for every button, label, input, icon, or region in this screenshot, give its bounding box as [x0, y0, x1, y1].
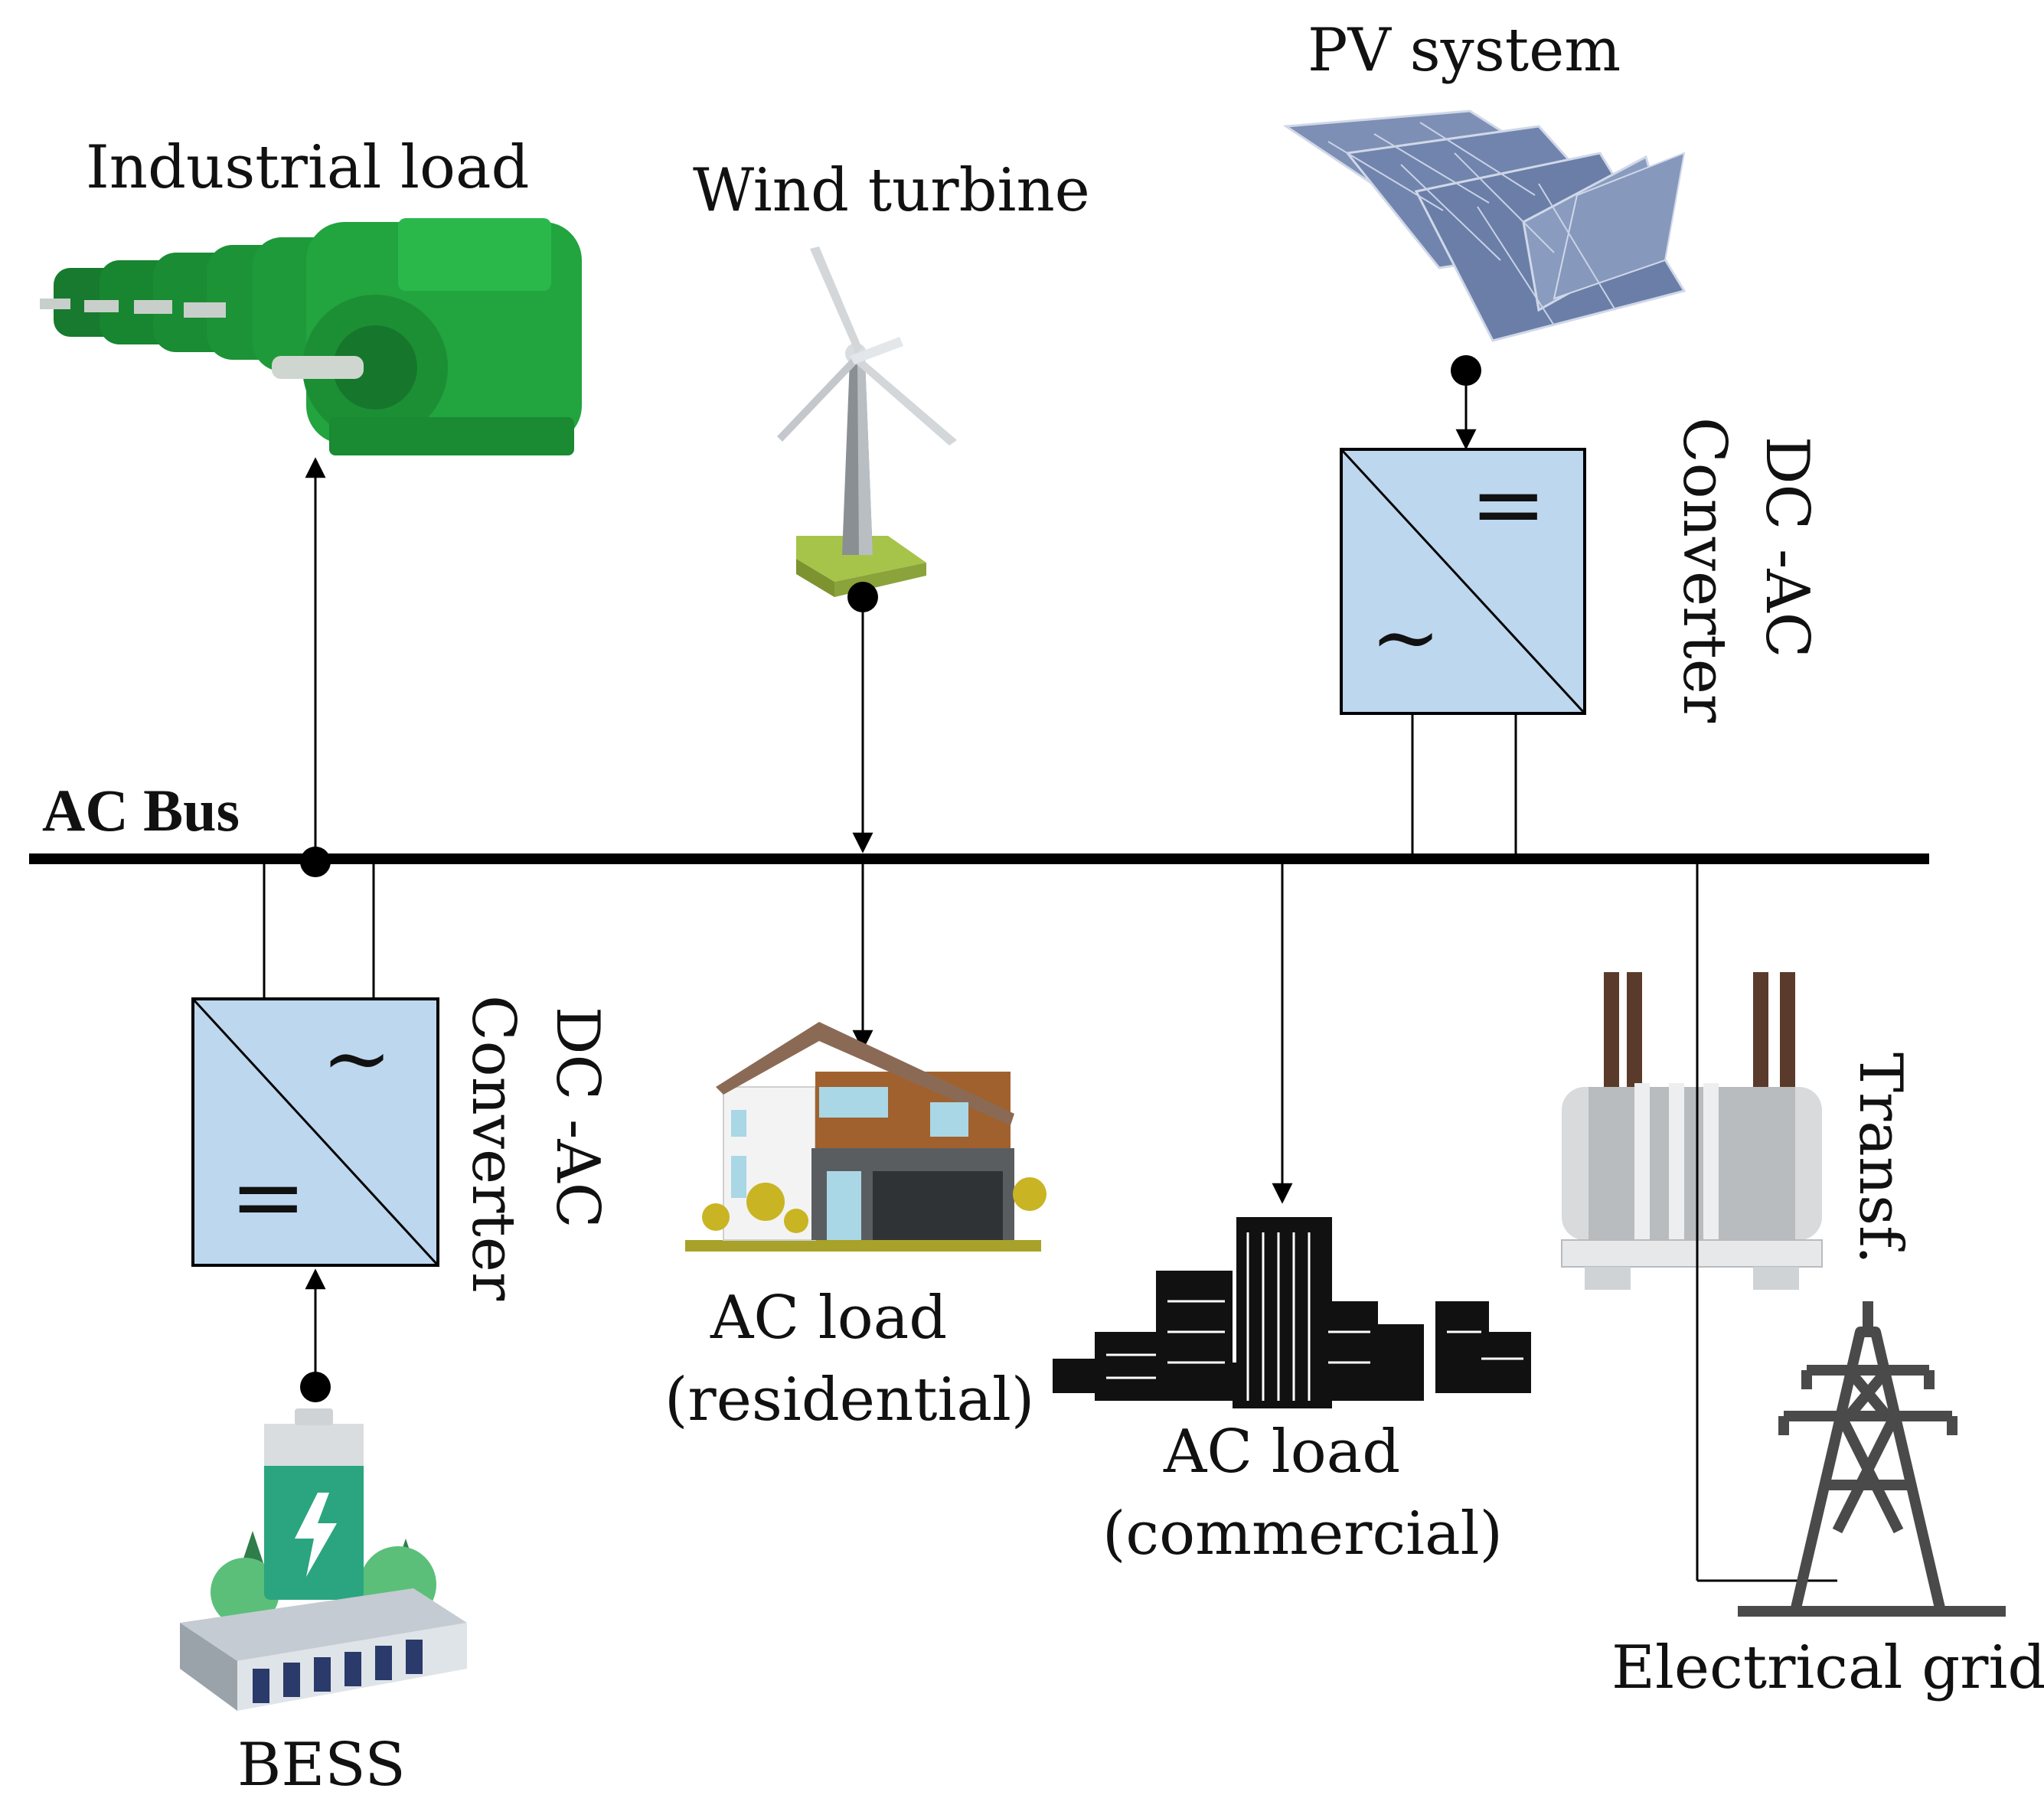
bess-converter-ac-symbol: ~	[322, 1009, 392, 1107]
bess-converter-line2: Converter	[459, 995, 527, 1301]
transformer-grid: Transf. Electrical grid	[1561, 859, 2044, 1702]
wind-turbine: Wind turbine	[693, 156, 1090, 1051]
commercial-load-line2: (commercial)	[1102, 1500, 1503, 1568]
electrical-grid-label: Electrical grid	[1611, 1633, 2044, 1702]
wind-turbine-icon	[777, 246, 957, 597]
bess-converter-dc-symbol: =	[230, 1144, 307, 1251]
transformer-label: Transf.	[1846, 1052, 1915, 1265]
bess-converter: ~ = Converter DC -AC	[191, 859, 612, 1301]
transformer-icon	[1561, 972, 1823, 1290]
pv-system: PV system	[1282, 16, 1686, 450]
commercial-load: AC load (commercial)	[1053, 859, 1531, 1568]
motor-icon	[40, 218, 582, 455]
ac-bus: AC Bus	[29, 777, 1929, 864]
pv-converter-dc-symbol: =	[1470, 452, 1547, 558]
bess-converter-line1: DC -AC	[543, 1007, 612, 1228]
pv-converter-ac-symbol: ~	[1370, 588, 1441, 686]
pv-converter-line2: Converter	[1670, 417, 1739, 723]
pv-converter: = ~ Converter DC -AC	[1340, 417, 1821, 859]
residential-load-line1: AC load	[710, 1284, 947, 1353]
battery-icon	[180, 1408, 467, 1711]
commercial-load-line1: AC load	[1163, 1418, 1400, 1487]
industrial-load: Industrial load	[40, 133, 582, 877]
power-tower-icon	[1738, 1301, 2006, 1617]
bess: BESS	[180, 1268, 467, 1800]
solar-panel-icon	[1282, 109, 1686, 342]
bess-label: BESS	[237, 1731, 406, 1800]
city-buildings-icon	[1053, 1217, 1531, 1408]
pv-converter-line1: DC -AC	[1752, 436, 1821, 658]
ac-bus-label: AC Bus	[42, 777, 240, 844]
wind-turbine-label: Wind turbine	[693, 156, 1090, 225]
pv-system-label: PV system	[1308, 16, 1621, 85]
industrial-load-label: Industrial load	[86, 133, 529, 202]
residential-load-line2: (residential)	[664, 1366, 1034, 1434]
residential-load: AC load (residential)	[664, 1022, 1046, 1434]
house-icon	[685, 1022, 1046, 1252]
